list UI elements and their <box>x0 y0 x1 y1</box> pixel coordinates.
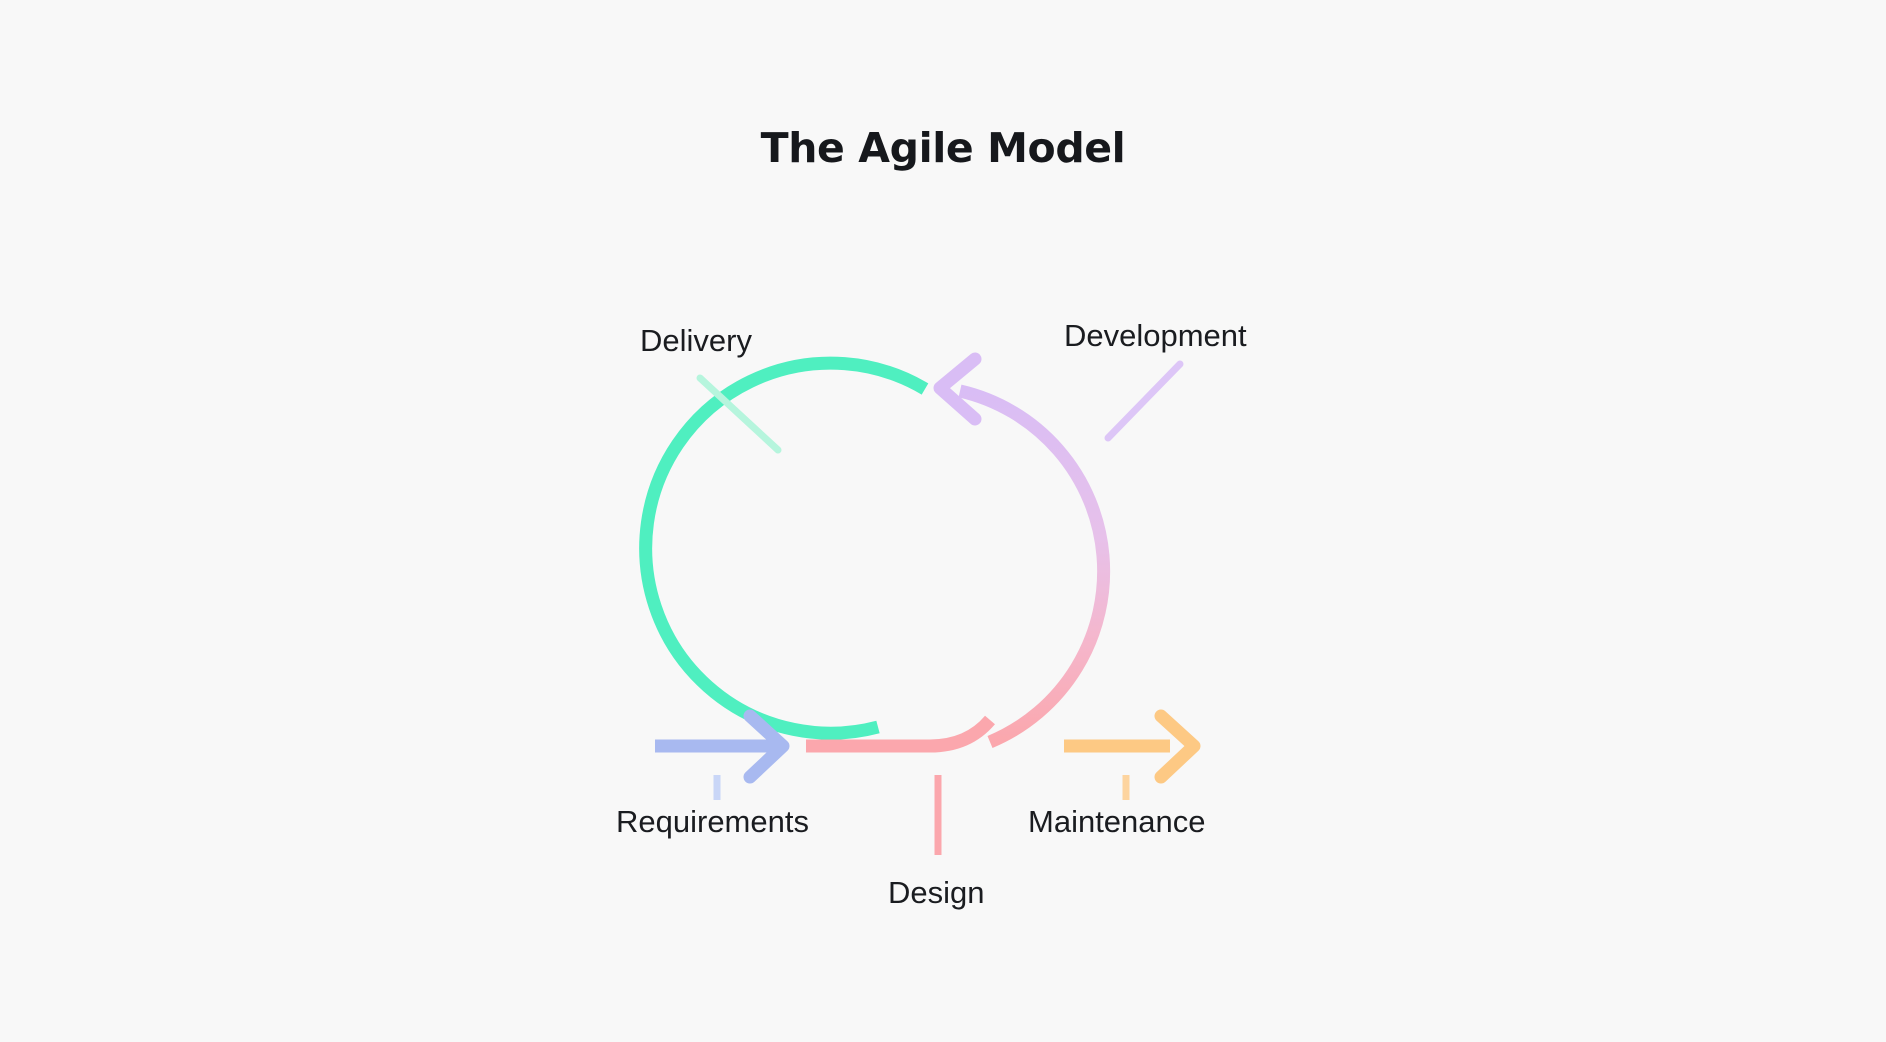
development-design-arc <box>958 384 1111 748</box>
design-base-line <box>806 715 995 753</box>
development-arrowhead-icon <box>933 352 982 426</box>
maintenance-arrowhead-icon <box>1154 709 1201 784</box>
development-connector-line <box>1104 360 1184 442</box>
requirements-arrowhead-icon <box>743 709 790 784</box>
stage-label-delivery: Delivery <box>640 323 752 358</box>
delivery-connector-line <box>696 374 782 454</box>
page-title: The Agile Model <box>760 124 1126 172</box>
stage-label-requirements: Requirements <box>616 804 809 839</box>
stage-label-design: Design <box>888 875 985 910</box>
stage-label-maintenance: Maintenance <box>1028 804 1206 839</box>
delivery-arc <box>639 356 929 740</box>
stage-label-development: Development <box>1064 318 1247 353</box>
